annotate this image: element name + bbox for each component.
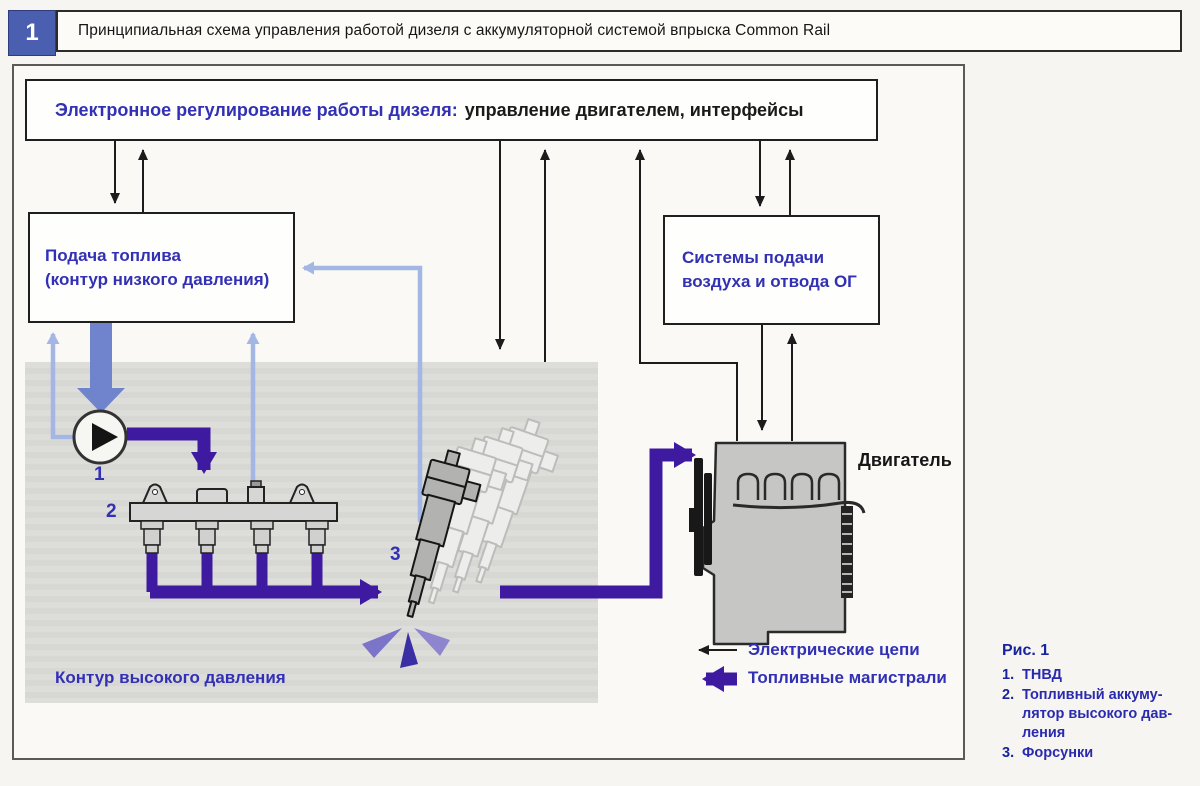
caption-item-num: 3. bbox=[1002, 745, 1015, 761]
marker-rail: 2 bbox=[106, 501, 117, 522]
caption-item-num: 2. bbox=[1002, 687, 1015, 703]
fuel-supply-line2: (контур низкого давления) bbox=[45, 269, 270, 289]
caption-item-text: Форсунки bbox=[1022, 745, 1094, 761]
figure-number: 1 bbox=[25, 19, 39, 46]
ecu-text-black: управление двигателем, интерфейсы bbox=[464, 99, 804, 120]
caption-item-1: 1. ТНВД bbox=[1002, 666, 1194, 685]
legend-fuel-label: Топливные магистрали bbox=[748, 668, 947, 687]
figure-number-badge: 1 bbox=[8, 10, 56, 56]
figure-title: Принципиальная схема управления работой … bbox=[78, 22, 831, 39]
caption-item-num: 1. bbox=[1002, 667, 1015, 683]
caption-item-text: ТНВД bbox=[1022, 667, 1062, 683]
figure-title-bar: Принципиальная схема управления работой … bbox=[56, 10, 1182, 52]
ecu-block: Электронное регулирование работы дизеля:… bbox=[25, 79, 878, 141]
air-exhaust-line2: воздуха и отвода ОГ bbox=[682, 272, 857, 291]
marker-pump: 1 bbox=[94, 464, 105, 485]
figure-caption: Рис. 1 1. ТНВД 2. Топливный аккуму- лято… bbox=[1002, 642, 1194, 764]
engine-label: Двигатель bbox=[858, 450, 952, 470]
ecu-text-blue: Электронное регулирование работы дизеля: bbox=[55, 99, 458, 120]
high-pressure-zone-label: Контур высокого давления bbox=[55, 668, 286, 687]
high-pressure-zone bbox=[25, 362, 598, 703]
caption-item-3: 3. Форсунки bbox=[1002, 744, 1194, 763]
fuel-supply-block: Подача топлива (контур низкого давления) bbox=[28, 212, 295, 323]
fuel-supply-line1: Подача топлива bbox=[45, 245, 181, 265]
marker-injector: 3 bbox=[390, 544, 401, 565]
caption-item-2: 2. Топливный аккуму- лятор высокого дав-… bbox=[1002, 686, 1194, 743]
caption-title: Рис. 1 bbox=[1002, 642, 1050, 659]
caption-item-text: Топливный аккуму- лятор высокого дав- ле… bbox=[1022, 687, 1173, 741]
air-exhaust-block: Системы подачи воздуха и отвода ОГ bbox=[663, 215, 880, 325]
air-exhaust-line1: Системы подачи bbox=[682, 248, 825, 267]
legend-electrical-label: Электрические цепи bbox=[748, 640, 920, 659]
